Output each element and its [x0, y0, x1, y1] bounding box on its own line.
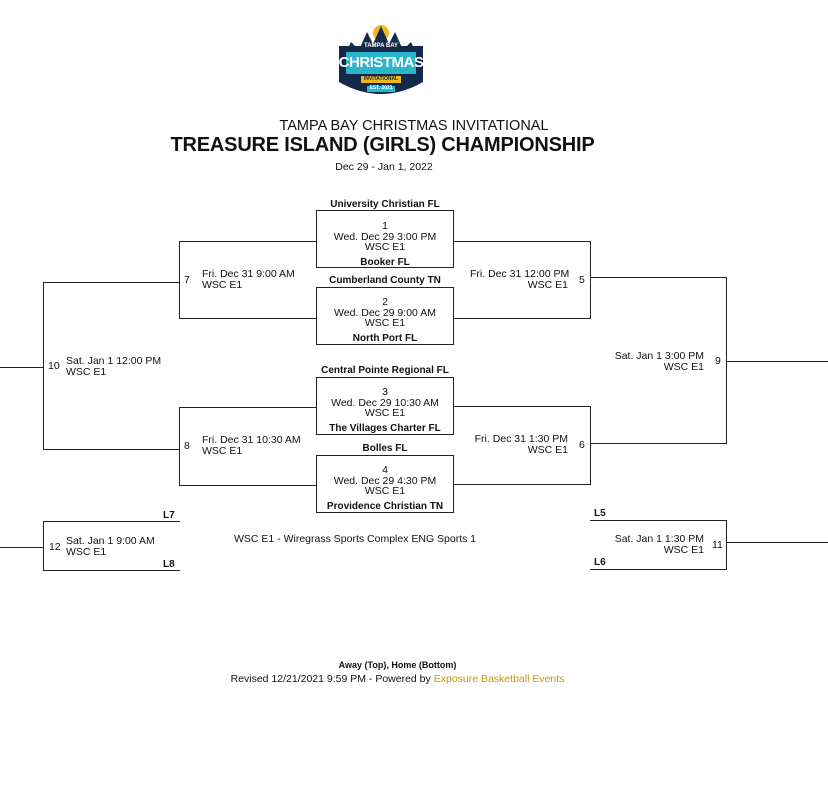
game-1-court: WSC E1: [364, 241, 406, 253]
game-12-winner-line: [0, 547, 43, 548]
revised-line: Revised 12/21/2021 9:59 PM - Powered by …: [0, 673, 795, 685]
game-1-time: Wed. Dec 29 3:00 PM: [333, 231, 437, 243]
game-12-top-label: L7: [163, 510, 175, 521]
game-11-time: Sat. Jan 1 1:30 PM: [614, 533, 704, 545]
game-10-bottom-line: [43, 449, 179, 450]
game-11-winner-line: [727, 542, 828, 543]
logo-sub-text: INVITATIONAL: [363, 76, 399, 82]
game-6-bottom-line: [454, 484, 591, 485]
game-10-time: Sat. Jan 1 12:00 PM: [66, 355, 162, 367]
game-8-vertical-line: [179, 407, 180, 485]
event-title: TAMPA BAY CHRISTMAS INVITATIONAL: [279, 118, 549, 134]
game-5-time: Fri. Dec 31 12:00 PM: [470, 268, 570, 280]
game-8-top-line: [179, 407, 316, 408]
game-3-court: WSC E1: [364, 407, 406, 419]
game-6-court: WSC E1: [527, 444, 568, 456]
game-11-bottom-line: [590, 569, 727, 570]
game-12-vertical-line: [43, 521, 44, 570]
game-6-vertical-line: [590, 406, 591, 484]
game-7-vertical-line: [179, 241, 180, 318]
logo-est-text: EST. 2021: [369, 85, 393, 91]
game-1-home-team[interactable]: Booker FL: [360, 257, 410, 268]
game-11-top-label: L5: [594, 508, 606, 519]
game-1-number: 1: [382, 220, 388, 232]
game-11-court: WSC E1: [663, 544, 704, 556]
game-2-number: 2: [382, 296, 388, 308]
exposure-events-link[interactable]: Exposure Basketball Events: [433, 673, 565, 685]
game-3-away-team[interactable]: Central Pointe Regional FL: [321, 365, 449, 376]
game-6-top-line: [454, 406, 591, 407]
game-1-box[interactable]: [316, 210, 454, 268]
game-2-away-team[interactable]: Cumberland County TN: [329, 275, 441, 286]
game-5-top-line: [454, 241, 591, 242]
game-5-bottom-line: [454, 318, 591, 319]
game-9-bottom-line: [591, 443, 727, 444]
game-5-vertical-line: [590, 241, 591, 318]
game-12-court: WSC E1: [66, 546, 107, 558]
game-9-number: 9: [715, 355, 721, 367]
game-7-time: Fri. Dec 31 9:00 AM: [202, 268, 295, 280]
game-9-vertical-line: [726, 277, 727, 443]
game-2-home-team[interactable]: North Port FL: [352, 333, 418, 344]
game-8-number: 8: [184, 440, 190, 452]
game-12-time: Sat. Jan 1 9:00 AM: [66, 535, 155, 547]
game-8-bottom-line: [179, 485, 316, 486]
game-3-number: 3: [382, 386, 388, 398]
game-7-top-line: [179, 241, 316, 242]
game-11-vertical-line: [726, 520, 727, 569]
event-dates: Dec 29 - Jan 1, 2022: [335, 161, 433, 173]
game-10-vertical-line: [43, 282, 44, 449]
game-7-number: 7: [184, 274, 190, 286]
game-6-time: Fri. Dec 31 1:30 PM: [474, 433, 568, 445]
game-2-time: Wed. Dec 29 9:00 AM: [334, 307, 436, 319]
court-legend: WSC E1 - Wiregrass Sports Complex ENG Sp…: [234, 533, 477, 545]
game-11-top-line: [590, 520, 727, 521]
game-2-box[interactable]: [316, 287, 454, 345]
game-9-court: WSC E1: [663, 361, 704, 373]
game-12-bottom-line: [43, 570, 180, 571]
revised-text: Revised 12/21/2021 9:59 PM - Powered by: [230, 673, 434, 685]
game-4-away-team[interactable]: Bolles FL: [362, 443, 408, 454]
game-11-number: 11: [712, 539, 723, 551]
game-3-time: Wed. Dec 29 10:30 AM: [331, 397, 439, 409]
game-7-court: WSC E1: [202, 279, 243, 291]
game-4-box[interactable]: [316, 455, 454, 513]
game-10-number: 10: [48, 360, 60, 372]
game-2-court: WSC E1: [364, 317, 406, 329]
away-home-note: Away (Top), Home (Bottom): [338, 660, 457, 670]
division-title: TREASURE ISLAND (GIRLS) CHAMPIONSHIP: [170, 134, 595, 156]
game-7-bottom-line: [179, 318, 316, 319]
game-9-time: Sat. Jan 1 3:00 PM: [614, 350, 704, 362]
game-8-court: WSC E1: [202, 445, 243, 457]
game-3-home-team[interactable]: The Villages Charter FL: [329, 423, 441, 434]
game-5-number: 5: [579, 274, 585, 286]
game-4-home-team[interactable]: Providence Christian TN: [326, 501, 444, 512]
game-11-bottom-label: L6: [594, 557, 606, 568]
game-10-top-line: [43, 282, 179, 283]
game-4-number: 4: [382, 464, 388, 476]
logo-main-text: CHRISTMAS: [338, 54, 424, 71]
game-12-bottom-label: L8: [163, 559, 175, 570]
game-10-winner-line: [0, 367, 43, 368]
game-12-number: 12: [49, 541, 61, 553]
event-logo: TAMPA BAY CHRISTMAS INVITATIONAL EST. 20…: [333, 20, 429, 102]
game-9-top-line: [591, 277, 727, 278]
game-5-court: WSC E1: [527, 279, 568, 291]
game-12-top-line: [43, 521, 180, 522]
game-9-winner-line: [727, 361, 828, 362]
game-3-box[interactable]: [316, 377, 454, 435]
game-1-away-team[interactable]: University Christian FL: [330, 199, 440, 210]
game-6-number: 6: [579, 439, 585, 451]
game-4-court: WSC E1: [364, 485, 406, 497]
game-10-court: WSC E1: [66, 366, 107, 378]
logo-top-text: TAMPA BAY: [363, 43, 398, 49]
game-8-time: Fri. Dec 31 10:30 AM: [202, 434, 301, 446]
game-4-time: Wed. Dec 29 4:30 PM: [333, 475, 437, 487]
